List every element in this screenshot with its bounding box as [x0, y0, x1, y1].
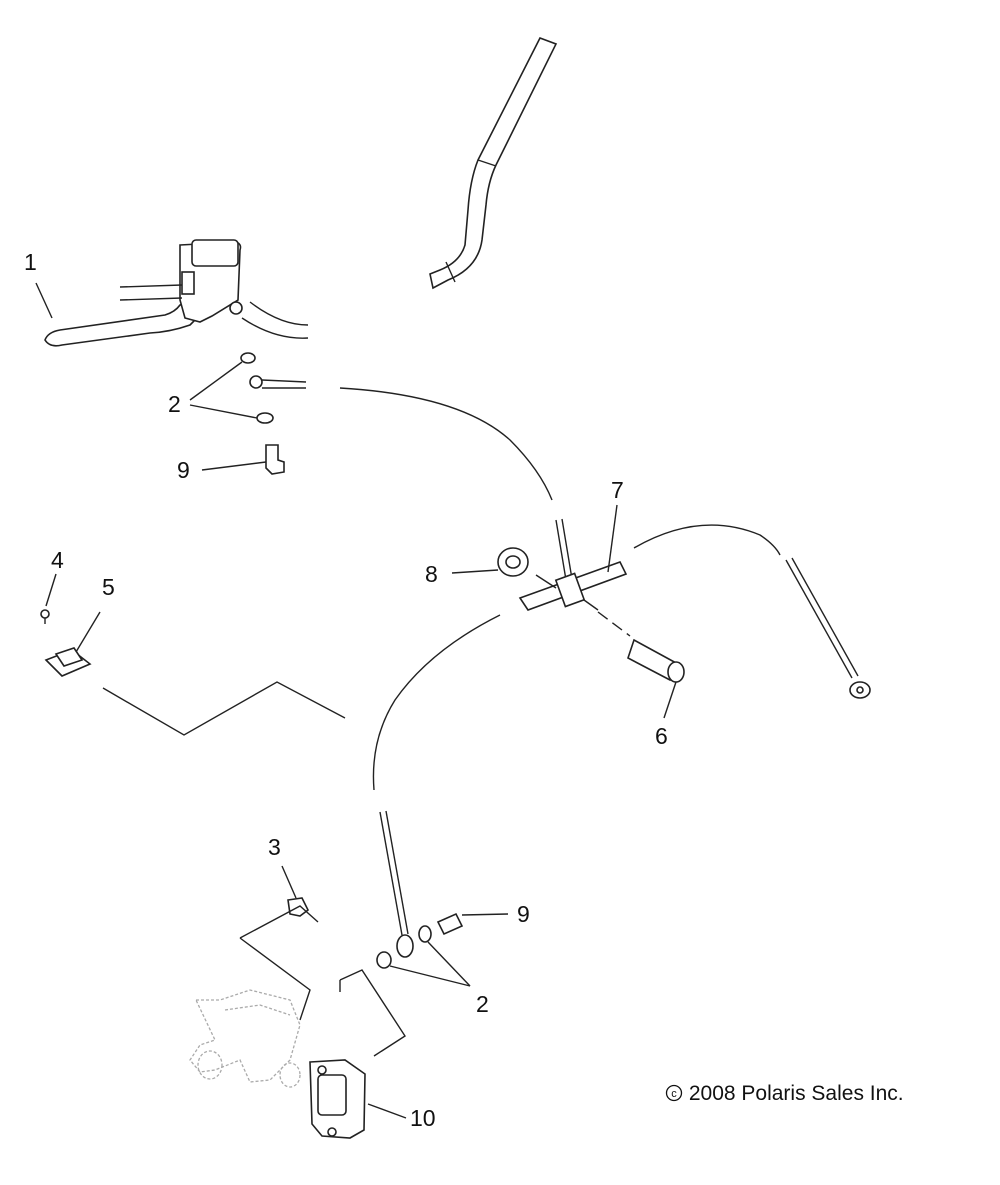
- copyright-symbol: c: [665, 1084, 683, 1102]
- steering-reference-line: [239, 905, 319, 939]
- callout-2-upper: 2: [168, 391, 181, 417]
- upper-banjo-bolt: [201, 444, 285, 475]
- grommet: [451, 547, 529, 577]
- copyright-notice: c 2008 Polaris Sales Inc.: [665, 1082, 904, 1106]
- frame-reference-line: [102, 681, 346, 736]
- leader-line-4: [45, 573, 57, 607]
- brake-caliper: [309, 1059, 407, 1139]
- callout-5: 5: [102, 574, 115, 600]
- callout-10: 10: [410, 1105, 436, 1131]
- lower-brake-line: [372, 614, 501, 958]
- line-clip: [44, 647, 92, 677]
- callout-1: 1: [24, 249, 37, 275]
- callout-9-lower: 9: [517, 901, 530, 927]
- lower-banjo-bolt: [376, 912, 509, 987]
- leader-line-5: [75, 611, 101, 653]
- tee-mount-bolt: [597, 611, 685, 683]
- upper-brake-line: [339, 387, 553, 501]
- knuckle-reference-line: [239, 937, 311, 1021]
- right-brake-line: [633, 524, 871, 699]
- master-cylinder-lever: [44, 239, 243, 347]
- svg-text:c: c: [671, 1088, 677, 1100]
- leader-line-6: [663, 681, 677, 719]
- junction-tee: [518, 518, 628, 611]
- copyright-text: 2008 Polaris Sales Inc.: [688, 1082, 904, 1105]
- leader-line-2a-bottom: [189, 404, 258, 419]
- caliper-reference-line: [339, 969, 406, 1057]
- clip-screw: [40, 609, 50, 624]
- leader-line-1: [35, 282, 53, 319]
- callout-6: 6: [655, 723, 668, 749]
- callout-8: 8: [425, 561, 438, 587]
- steering-knuckle: [189, 989, 301, 1088]
- callout-2-lower: 2: [476, 991, 489, 1017]
- callout-3: 3: [268, 834, 281, 860]
- upper-banjo-fitting: [240, 352, 307, 424]
- callout-7: 7: [611, 477, 624, 503]
- callout-9-upper: 9: [177, 457, 190, 483]
- handlebar: [241, 36, 558, 339]
- leader-line-7: [607, 504, 618, 573]
- leader-line-2a-top: [189, 361, 243, 401]
- callout-4: 4: [51, 547, 64, 573]
- callouts: 1 2 9 4 5 8 7 6 3 9 2 10: [24, 249, 668, 1131]
